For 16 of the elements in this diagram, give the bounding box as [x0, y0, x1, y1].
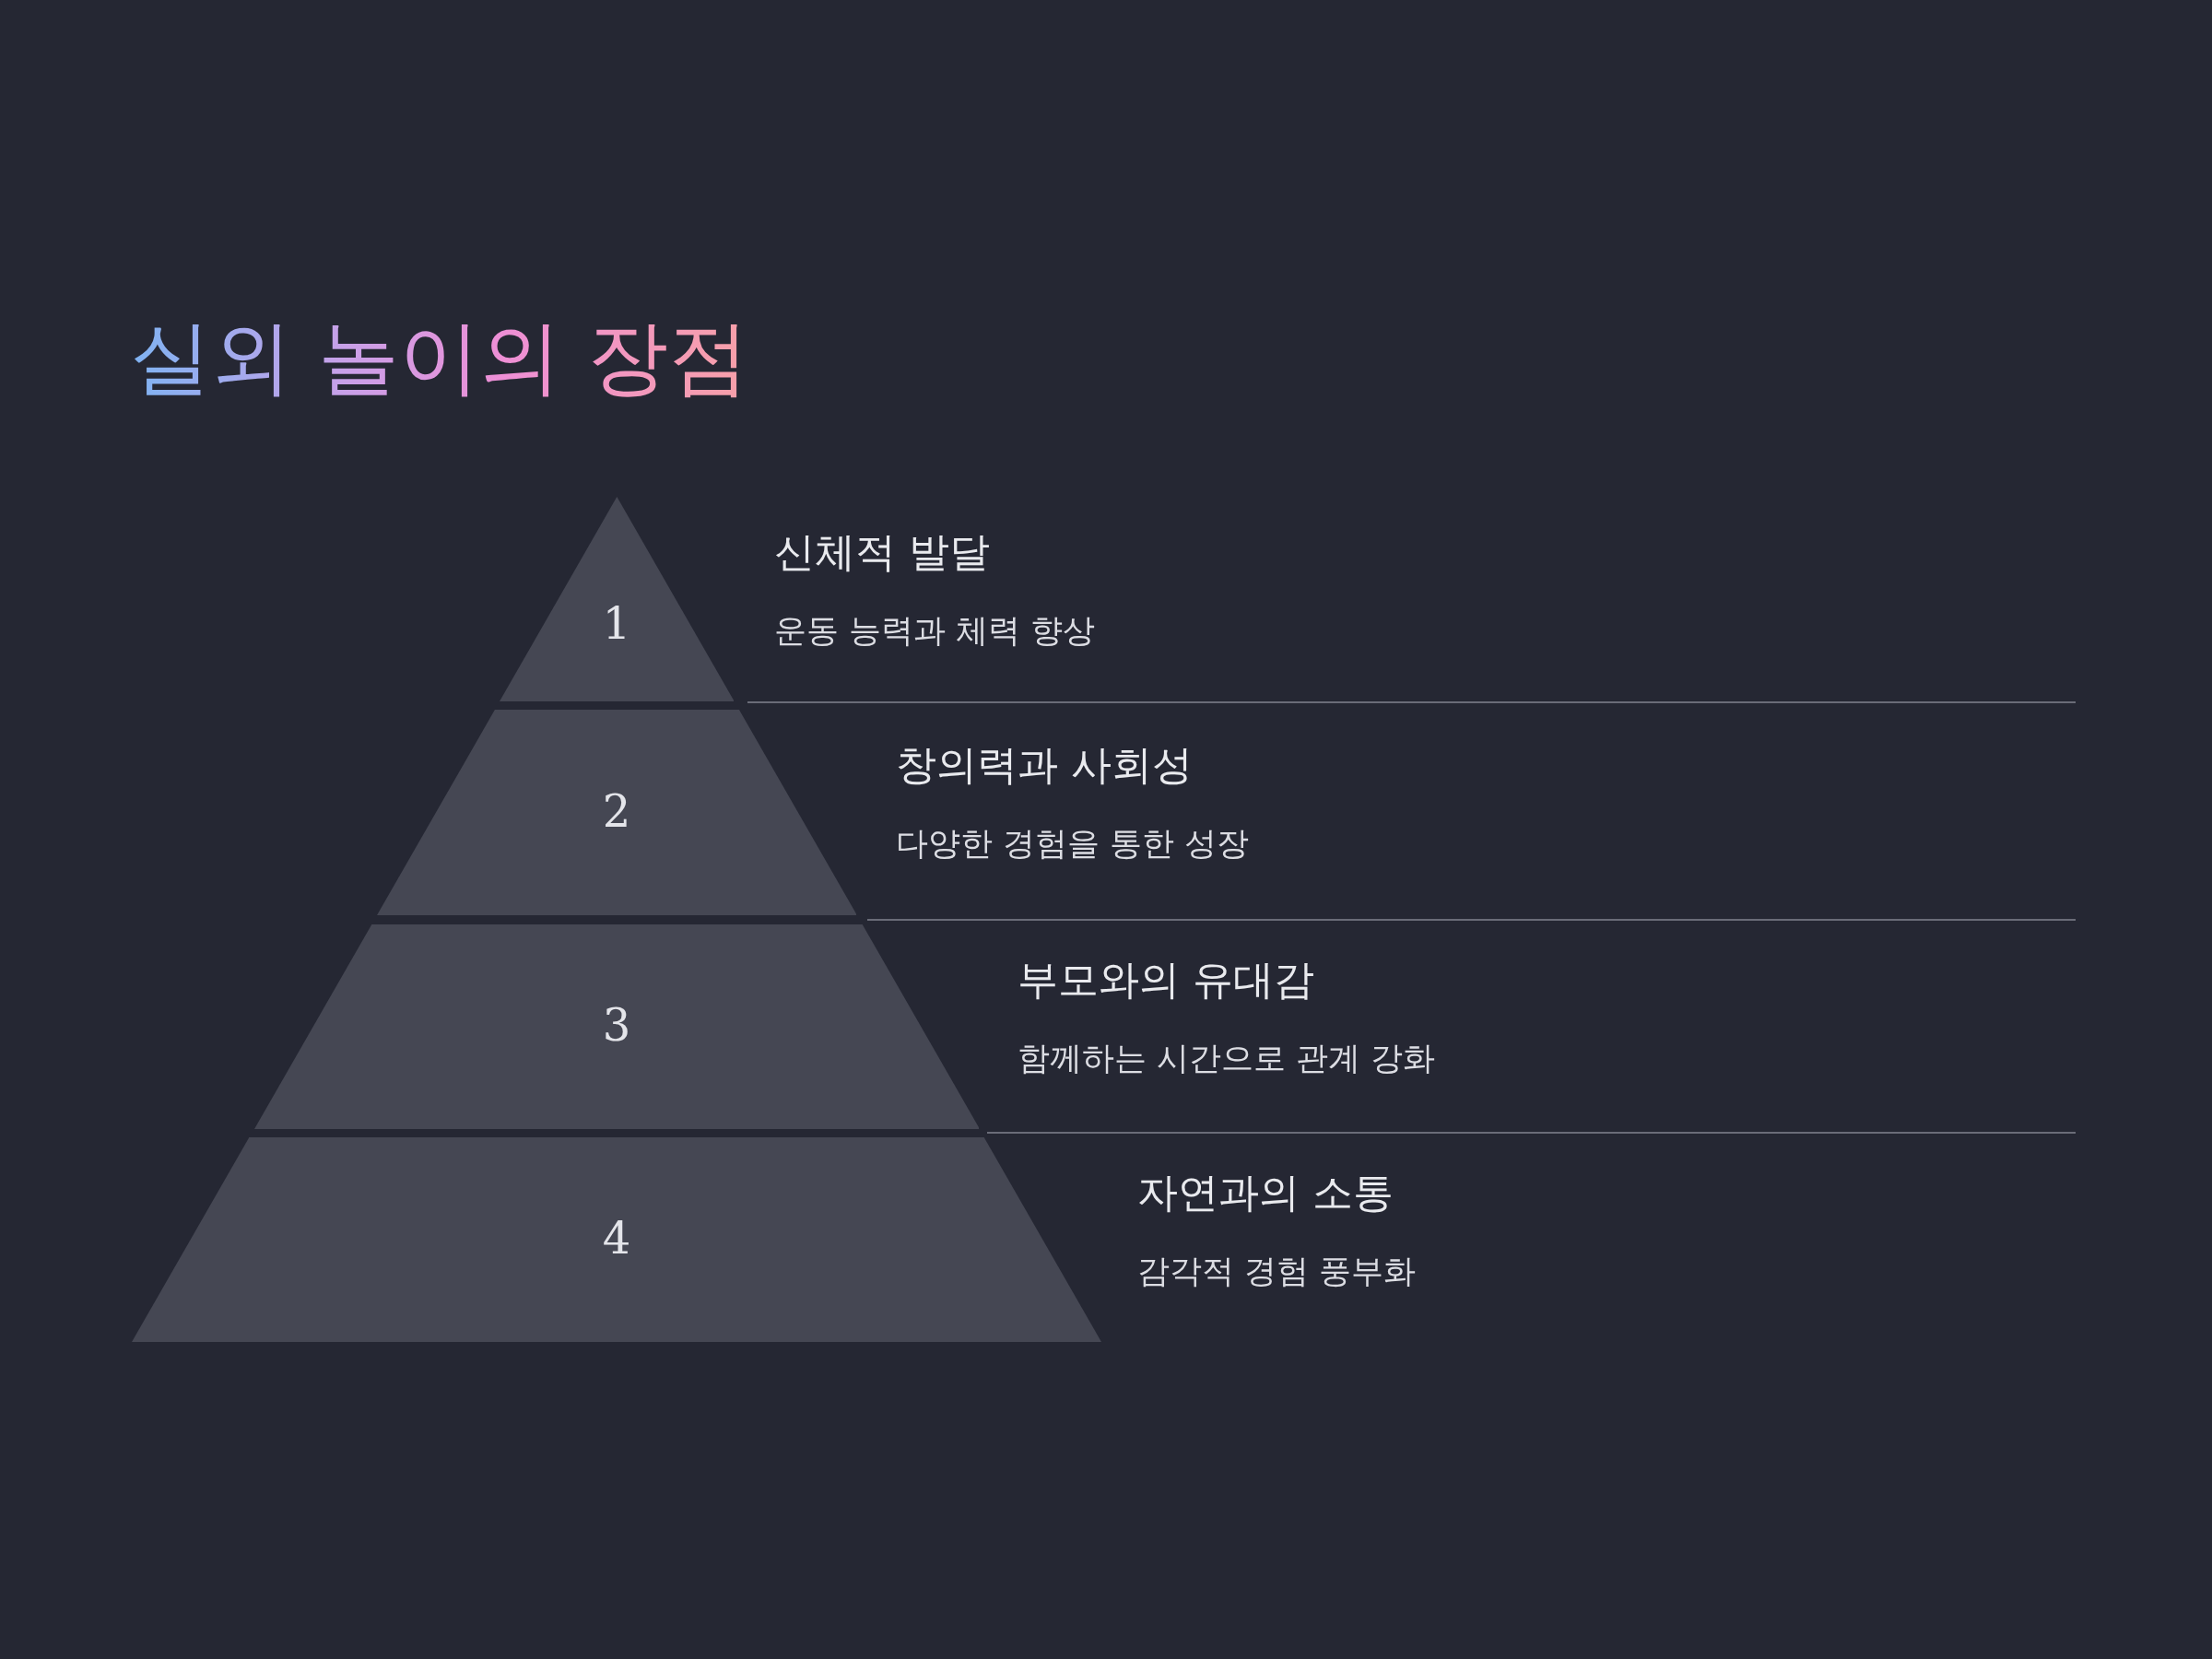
level-number: 1	[601, 601, 632, 645]
level-number: 3	[601, 1003, 632, 1047]
level-number: 4	[601, 1216, 632, 1260]
level-heading: 신체적 발달	[774, 528, 990, 577]
level-heading: 부모와의 유대감	[1018, 956, 1314, 1005]
level-number: 2	[601, 788, 632, 833]
level-heading: 자연과의 소통	[1137, 1169, 1394, 1218]
level-description: 운동 능력과 체력 향상	[774, 611, 1096, 650]
pyramid-band	[132, 1137, 1101, 1342]
level-description: 함께하는 시간으로 관계 강화	[1018, 1039, 1436, 1077]
pyramid-band	[499, 497, 735, 701]
level-heading: 창의력과 사회성	[896, 741, 1193, 790]
pyramid-band	[376, 710, 857, 915]
level-description: 다양한 경험을 통한 성장	[896, 824, 1250, 863]
level-description: 감각적 경험 풍부화	[1137, 1252, 1417, 1290]
pyramid-band	[253, 924, 980, 1129]
